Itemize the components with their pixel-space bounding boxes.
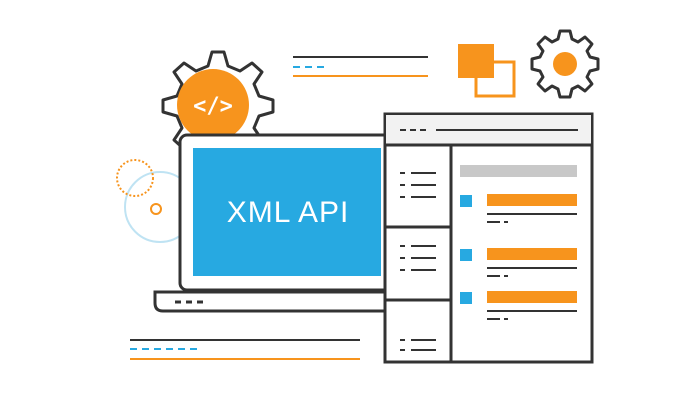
top-decorative-lines	[293, 56, 428, 77]
screen-label: XML API	[227, 196, 350, 229]
small-gear-icon	[530, 29, 600, 99]
laptop-screen	[193, 148, 381, 276]
bottom-decorative-lines	[130, 339, 360, 360]
code-icon: </>	[193, 94, 233, 119]
overlap-squares-icon	[458, 44, 516, 98]
document-window-icon	[383, 112, 594, 364]
laptop-icon: XML API	[153, 133, 422, 313]
gear-icon: </>	[161, 50, 275, 162]
